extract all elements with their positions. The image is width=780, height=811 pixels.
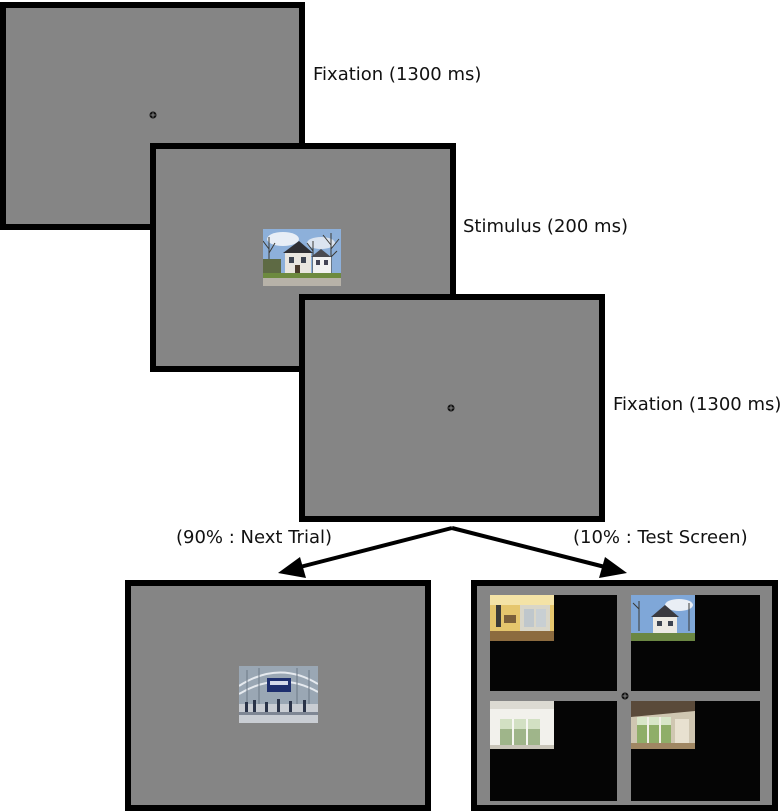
house-exterior-image [631, 595, 695, 641]
interior-kitchen-image [490, 595, 554, 641]
next-trial-screen [125, 580, 431, 811]
fixation-screen-2 [299, 294, 605, 522]
fixation-cross-icon [621, 692, 629, 700]
next-trial-airport-image [239, 666, 318, 723]
test-panel-top-right [631, 595, 760, 691]
test-panel-bottom-left [490, 701, 617, 801]
test-panel-bottom-right [631, 701, 760, 801]
arrow-icon [451, 526, 627, 578]
next-trial-label: (90% : Next Trial) [176, 527, 332, 548]
test-panel-top-left [490, 595, 617, 691]
test-screen-label: (10% : Test Screen) [573, 527, 748, 548]
test-screen [471, 580, 778, 811]
fixation-cross-icon [149, 111, 157, 119]
fixation-1-label: Fixation (1300 ms) [313, 64, 482, 85]
stimulus-house-image [263, 229, 341, 286]
stimulus-label: Stimulus (200 ms) [463, 216, 628, 237]
arrow-icon [278, 526, 453, 578]
interior-window-image [490, 701, 554, 749]
fixation-2-label: Fixation (1300 ms) [613, 394, 780, 415]
fixation-cross-icon [447, 404, 455, 412]
interior-room-image [631, 701, 695, 749]
